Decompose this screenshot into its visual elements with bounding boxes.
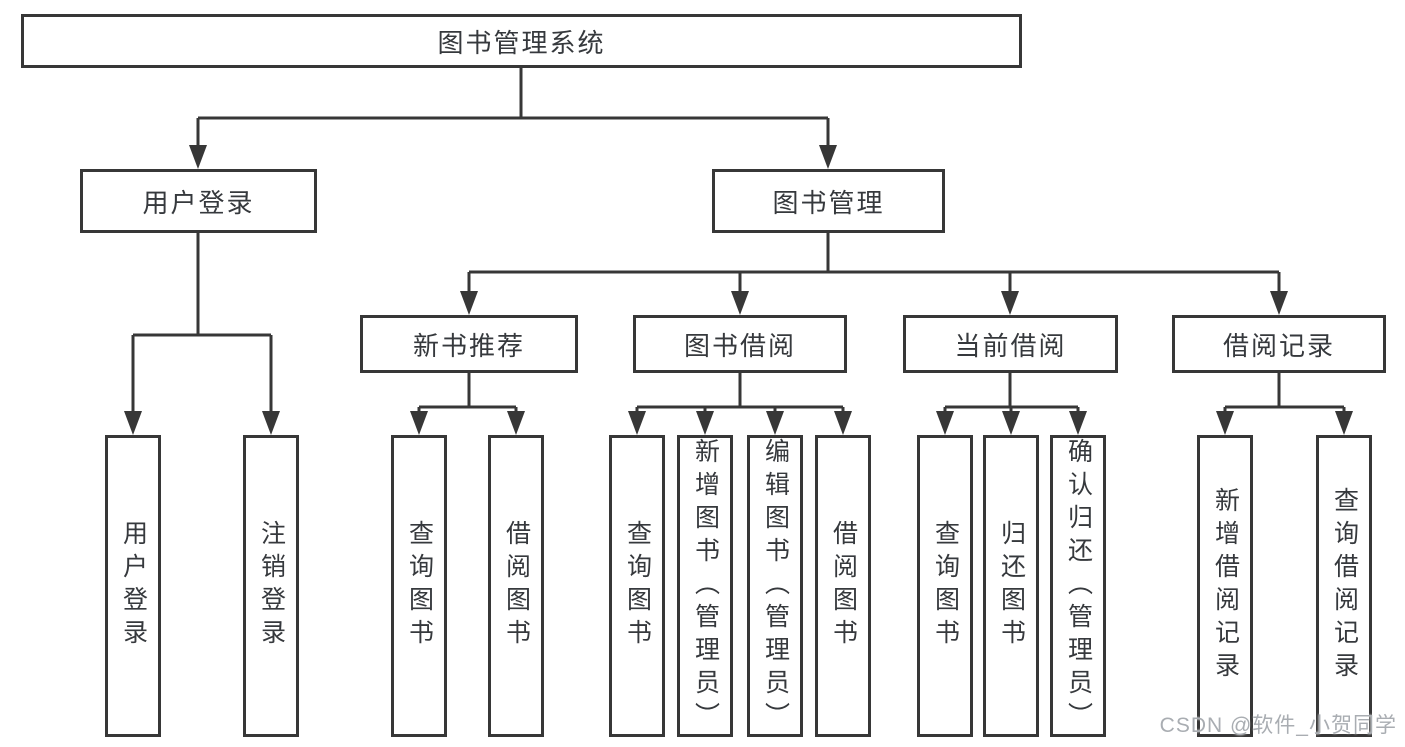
leaf-query-books: 查询图书 — [609, 435, 665, 737]
leaf-add-books-admin: 新增图书（管理员） — [677, 435, 733, 737]
node-label: 图书管理 — [772, 187, 885, 218]
arrowhead — [507, 411, 525, 435]
arrowhead — [936, 411, 954, 435]
arrowhead — [1001, 291, 1019, 315]
csdn-watermark: CSDN @软件_小贺同学 — [1159, 714, 1397, 737]
arrowhead — [834, 411, 852, 435]
arrowhead — [766, 411, 784, 435]
leaf-borrow-books: 借阅图书 — [488, 435, 544, 737]
arrowhead — [410, 411, 428, 435]
connector-borrow-to-leaves — [628, 373, 852, 435]
node-new-book-recommend: 新书推荐 — [360, 315, 578, 373]
leaf-label: 确认归还（管理员） — [1064, 437, 1093, 735]
node-book-borrowing: 图书借阅 — [633, 315, 847, 373]
leaf-label: 新增图书（管理员） — [691, 437, 720, 735]
leaf-confirm-return-admin: 确认归还（管理员） — [1050, 435, 1106, 737]
leaf-return-books: 归还图书 — [983, 435, 1039, 737]
connector-book-mgmt-to-level3 — [460, 233, 1288, 315]
arrowhead — [1216, 411, 1234, 435]
arrowhead — [819, 145, 837, 169]
leaf-edit-books-admin: 编辑图书（管理员） — [747, 435, 803, 737]
node-label: 借阅记录 — [1222, 330, 1335, 361]
leaf-query-books: 查询图书 — [391, 435, 447, 737]
arrowhead — [124, 411, 142, 435]
leaf-logout: 注销登录 — [243, 435, 299, 737]
leaf-label: 查询借阅记录 — [1330, 487, 1359, 685]
connector-new-book-to-leaves — [410, 373, 525, 435]
arrowhead — [189, 145, 207, 169]
arrowhead — [262, 411, 280, 435]
arrowhead — [1069, 411, 1087, 435]
leaf-label: 新增借阅记录 — [1211, 487, 1240, 685]
node-label: 用户登录 — [142, 187, 255, 218]
connector-root-to-level2 — [189, 68, 837, 169]
node-borrow-records: 借阅记录 — [1172, 315, 1386, 373]
leaf-label: 归还图书 — [997, 520, 1026, 652]
arrowhead — [1270, 291, 1288, 315]
leaf-user-login: 用户登录 — [105, 435, 161, 737]
node-label: 图书借阅 — [683, 330, 796, 361]
node-label: 当前借阅 — [954, 330, 1067, 361]
leaf-label: 借阅图书 — [502, 520, 531, 652]
leaf-query-books: 查询图书 — [917, 435, 973, 737]
node-book-management: 图书管理 — [712, 169, 945, 233]
leaf-label: 借阅图书 — [829, 520, 858, 652]
arrowhead — [1002, 411, 1020, 435]
leaf-label: 注销登录 — [257, 520, 286, 652]
node-label: 图书管理系统 — [437, 27, 606, 58]
leaf-borrow-books: 借阅图书 — [815, 435, 871, 737]
leaf-label: 用户登录 — [119, 520, 148, 652]
leaf-label: 查询图书 — [405, 520, 434, 652]
connector-current-to-leaves — [936, 373, 1087, 435]
connector-user-login-to-leaves — [124, 233, 280, 435]
node-label: 新书推荐 — [412, 330, 525, 361]
node-user-login: 用户登录 — [80, 169, 317, 233]
connector-records-to-leaves — [1216, 373, 1353, 435]
leaf-label: 编辑图书（管理员） — [761, 437, 790, 735]
arrowhead — [696, 411, 714, 435]
arrowhead — [1335, 411, 1353, 435]
node-current-borrowing: 当前借阅 — [903, 315, 1118, 373]
leaf-add-borrow-record: 新增借阅记录 — [1197, 435, 1253, 737]
leaf-query-borrow-record: 查询借阅记录 — [1316, 435, 1372, 737]
leaf-label: 查询图书 — [931, 520, 960, 652]
arrowhead — [460, 291, 478, 315]
node-root-system: 图书管理系统 — [21, 14, 1022, 68]
arrowhead — [731, 291, 749, 315]
arrowhead — [628, 411, 646, 435]
leaf-label: 查询图书 — [623, 520, 652, 652]
